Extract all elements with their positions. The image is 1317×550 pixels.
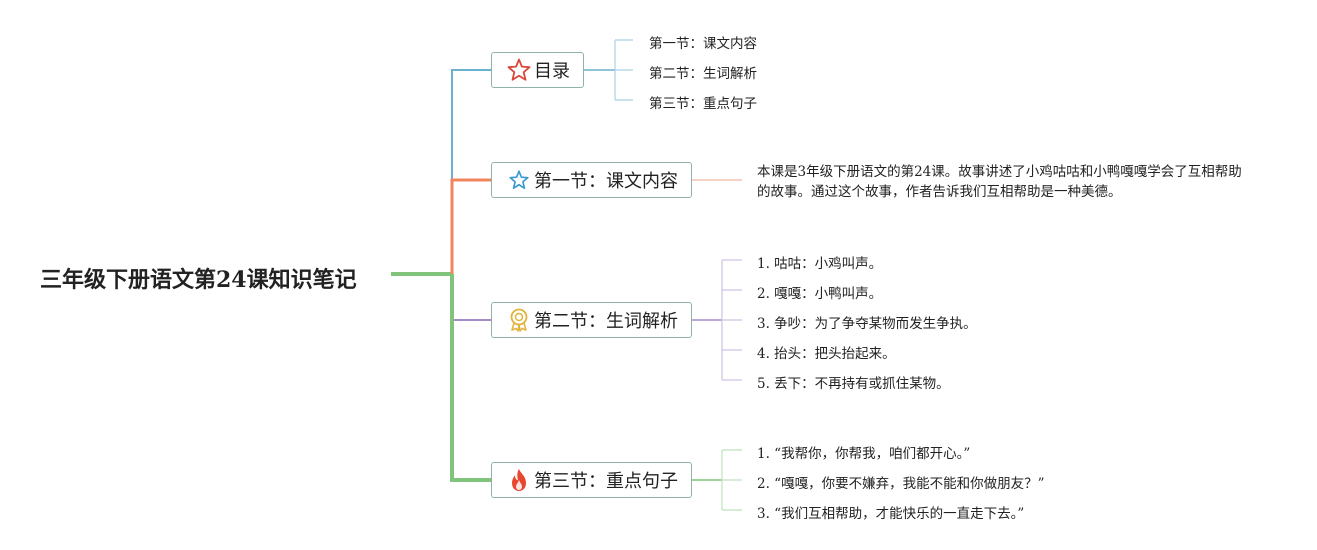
paragraph-line: 本课是3年级下册语文的第24课。故事讲述了小鸡咕咕和小鸭嘎嘎学会了互相帮助 [757, 164, 1242, 180]
sentence-item[interactable]: 2. “嘎嘎，你要不嫌弃，我能不能和你做朋友？” [757, 476, 1045, 492]
toc-item[interactable]: 第二节：生词解析 [649, 66, 757, 82]
section-1-paragraph: 本课是3年级下册语文的第24课。故事讲述了小鸡咕咕和小鸭嘎嘎学会了互相帮助 的故… [757, 162, 1277, 202]
paragraph-line: 的故事。通过这个故事，作者告诉我们互相帮助是一种美德。 [757, 184, 1122, 200]
vocab-item[interactable]: 5. 丢下：不再持有或抓住某物。 [757, 376, 950, 392]
star-outline-blue-icon [506, 167, 532, 193]
vocab-item[interactable]: 1. 咕咕：小鸡叫声。 [757, 256, 883, 272]
fire-icon [506, 467, 532, 493]
branch-section-3[interactable]: 第三节：重点句子 [491, 462, 692, 498]
toc-item[interactable]: 第三节：重点句子 [649, 96, 757, 112]
toc-item[interactable]: 第一节：课文内容 [649, 36, 757, 52]
branch-toc[interactable]: 目录 [491, 52, 584, 88]
branch-section-2[interactable]: 第二节：生词解析 [491, 302, 692, 338]
sentence-item[interactable]: 3. “我们互相帮助，才能快乐的一直走下去。” [757, 506, 1025, 522]
branch-section-3-label: 第三节：重点句子 [534, 471, 678, 492]
branch-section-2-label: 第二节：生词解析 [534, 311, 678, 332]
star-outline-red-icon [506, 57, 532, 83]
vocab-item[interactable]: 2. 嘎嘎：小鸭叫声。 [757, 286, 883, 302]
sentence-item[interactable]: 1. “我帮你，你帮我，咱们都开心。” [757, 446, 971, 462]
vocab-item[interactable]: 3. 争吵：为了争夺某物而发生争执。 [757, 316, 977, 332]
root-topic[interactable]: 三年级下册语文第24课知识笔记 [40, 267, 357, 293]
branch-toc-label: 目录 [534, 61, 570, 82]
branch-section-1[interactable]: 第一节：课文内容 [491, 162, 692, 198]
branch-section-1-label: 第一节：课文内容 [534, 171, 678, 192]
vocab-item[interactable]: 4. 抬头：把头抬起来。 [757, 346, 896, 362]
award-medal-icon [506, 307, 532, 333]
